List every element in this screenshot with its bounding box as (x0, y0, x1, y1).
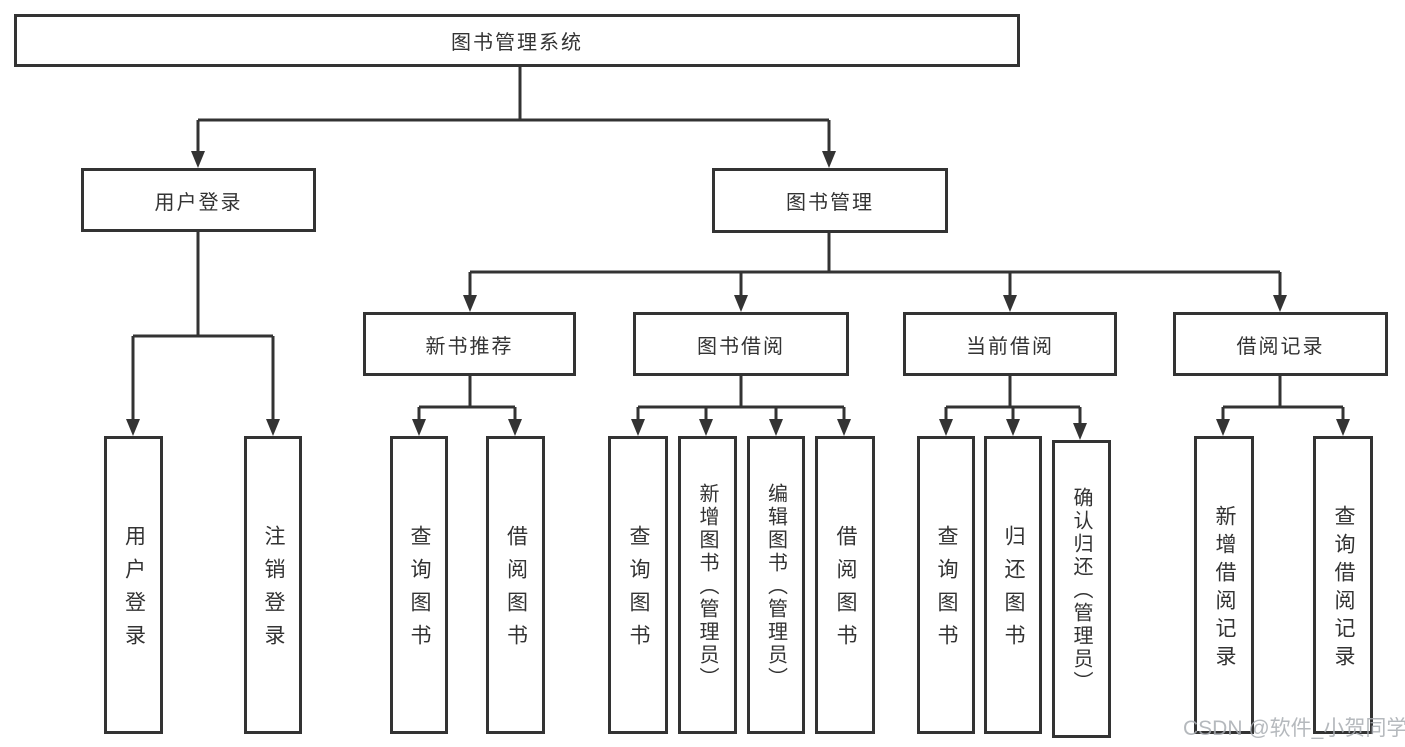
leaf-newbooks-query-books: 查询图书 (390, 436, 448, 734)
arrowhead-icon (837, 419, 851, 436)
arrowhead-icon (126, 419, 140, 436)
leaf-borrowing-edit-books-admin: 编辑图书（管理员） (747, 436, 805, 734)
node-user-login: 用户登录 (81, 168, 316, 232)
connector-book-borrowing-to-leaves (636, 376, 846, 424)
leaf-records-add-record: 新增借阅记录 (1194, 436, 1254, 734)
node-borrowing-records: 借阅记录 (1173, 312, 1388, 376)
arrowhead-icon (1003, 295, 1017, 312)
arrowhead-icon (769, 419, 783, 436)
node-book-borrowing: 图书借阅 (633, 312, 849, 376)
leaf-borrowing-query-books: 查询图书 (608, 436, 668, 734)
arrowhead-icon (939, 419, 953, 436)
node-current-borrowing: 当前借阅 (903, 312, 1117, 376)
leaf-newbooks-borrow-books: 借阅图书 (486, 436, 545, 734)
leaf-borrowing-borrow-books: 借阅图书 (815, 436, 875, 734)
connector-book-management-to-level3 (468, 233, 1282, 300)
arrowhead-icon (822, 151, 836, 168)
arrowhead-icon (1006, 419, 1020, 436)
arrowheads (126, 151, 1350, 440)
leaf-user-login: 用户登录 (104, 436, 163, 734)
leaf-current-return-books: 归还图书 (984, 436, 1042, 734)
connector-root-to-level2 (196, 67, 831, 156)
connector-borrowing-records-to-leaves (1221, 376, 1345, 424)
arrowhead-icon (734, 295, 748, 312)
leaf-borrowing-add-books-admin: 新增图书（管理员） (678, 436, 737, 734)
leaf-current-query-books: 查询图书 (917, 436, 975, 734)
arrowhead-icon (1216, 419, 1230, 436)
arrowhead-icon (266, 419, 280, 436)
arrowhead-icon (191, 151, 205, 168)
connector-user-login-to-leaves (131, 232, 275, 424)
connector-new-books-to-leaves (417, 376, 517, 424)
arrowhead-icon (699, 419, 713, 436)
leaf-current-confirm-return-admin: 确认归还（管理员） (1052, 440, 1111, 738)
node-library-management-system: 图书管理系统 (14, 14, 1020, 67)
leaf-logout: 注销登录 (244, 436, 302, 734)
node-book-management: 图书管理 (712, 168, 948, 233)
connector-current-borrowing-to-leaves (944, 376, 1082, 428)
arrowhead-icon (463, 295, 477, 312)
arrowhead-icon (1336, 419, 1350, 436)
arrowhead-icon (412, 419, 426, 436)
arrowhead-icon (508, 419, 522, 436)
node-new-book-recommendation: 新书推荐 (363, 312, 576, 376)
leaf-records-query-record: 查询借阅记录 (1313, 436, 1373, 734)
arrowhead-icon (631, 419, 645, 436)
arrowhead-icon (1273, 295, 1287, 312)
arrowhead-icon (1073, 423, 1087, 440)
